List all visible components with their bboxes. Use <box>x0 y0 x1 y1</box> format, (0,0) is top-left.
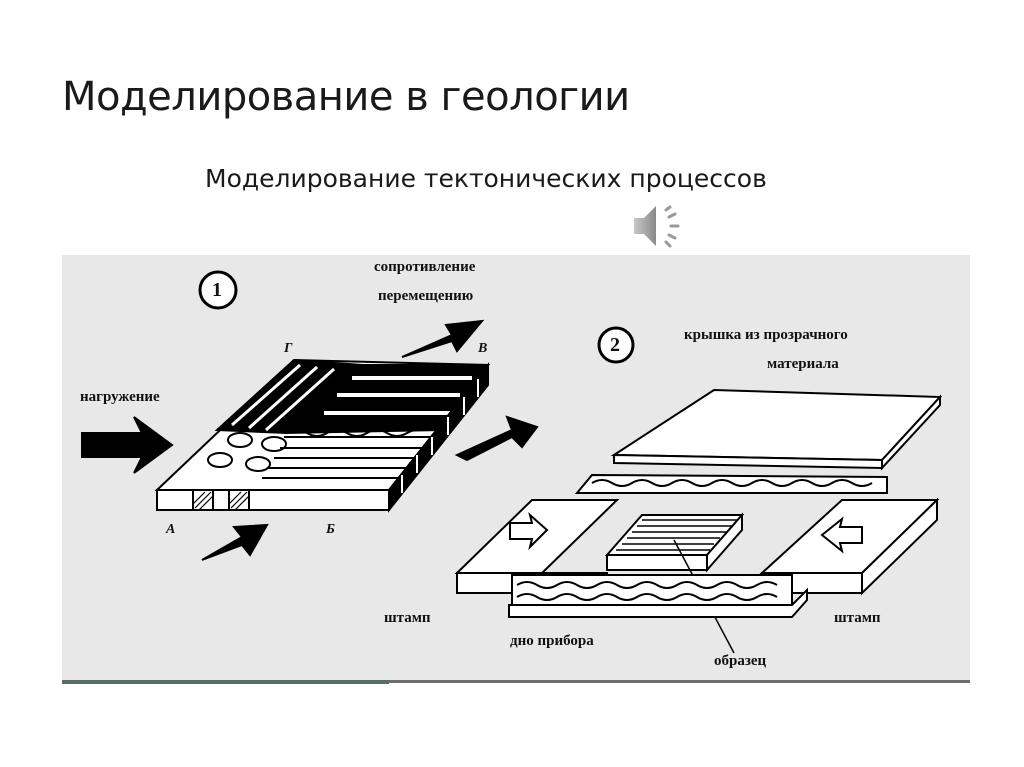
panel-2-number-circle <box>597 326 635 364</box>
label-stamp-left: штамп <box>384 610 431 626</box>
label-lid-line1: крышка из прозрачного <box>684 327 848 343</box>
panel-2-diagram <box>454 326 943 654</box>
panel-1-number: 1 <box>212 279 222 301</box>
label-device-bottom: дно прибора <box>510 633 594 649</box>
resistance-arrow-right <box>454 415 539 462</box>
speaker-icon[interactable] <box>630 202 690 250</box>
label-resistance-line2: перемещению <box>378 288 474 304</box>
tectonic-modeling-figure: сопротивление перемещению 1 нагружение Г… <box>62 255 970 683</box>
label-sample: образец <box>714 653 767 669</box>
panel-2-number: 2 <box>610 334 620 356</box>
resistance-arrow-bottom <box>201 523 269 561</box>
label-lid-line2: материала <box>767 356 839 372</box>
panel-1-number-circle <box>198 270 238 310</box>
corner-label-g: Г <box>284 341 293 356</box>
stamp-right-arrow <box>820 516 863 554</box>
loading-arrow <box>81 416 174 474</box>
playback-progress-bar[interactable] <box>62 680 970 684</box>
slide-subtitle: Моделирование тектонических процессов <box>205 164 767 193</box>
label-stamp-right: штамп <box>834 610 881 626</box>
resistance-arrow-top <box>401 319 485 358</box>
label-loading: нагружение <box>80 389 160 405</box>
slide-title: Моделирование в геологии <box>62 74 630 120</box>
stamp-left-arrow <box>509 512 549 551</box>
corner-label-v: В <box>478 341 488 356</box>
playback-progress-fill <box>62 680 389 684</box>
label-resistance-line1: сопротивление <box>374 259 476 275</box>
corner-label-a: А <box>166 522 176 537</box>
corner-label-b: Б <box>326 522 335 537</box>
panel-1-diagram <box>81 270 539 561</box>
